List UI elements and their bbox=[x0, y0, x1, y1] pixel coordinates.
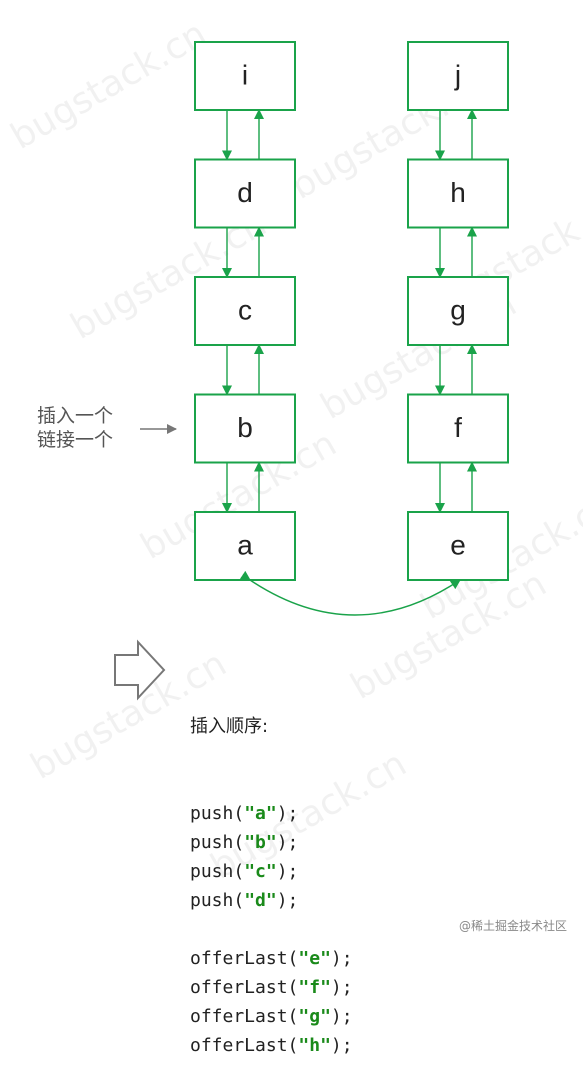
code-spacer bbox=[190, 915, 353, 944]
code-lines: push("a");push("b");push("c");push("d");… bbox=[190, 799, 353, 1060]
code-line: push("d"); bbox=[190, 886, 353, 915]
code-quote: " bbox=[298, 977, 310, 998]
annotation-line-2: 链接一个 bbox=[37, 429, 114, 451]
code-end: ); bbox=[330, 977, 353, 998]
node-a: a bbox=[194, 511, 296, 581]
code-func: offerLast( bbox=[190, 1006, 299, 1027]
code-end: ); bbox=[330, 1006, 353, 1027]
node-label: e bbox=[450, 529, 466, 560]
node-box bbox=[194, 41, 296, 111]
node-d: d bbox=[194, 158, 296, 229]
code-line: offerLast("f"); bbox=[190, 973, 353, 1002]
node-label: f bbox=[454, 412, 462, 443]
deque-diagram: bugstack.cnbugstack.cnbugstack.cnbugstac… bbox=[4, 13, 583, 888]
code-quote: " bbox=[265, 861, 277, 882]
code-line: offerLast("e"); bbox=[190, 944, 353, 973]
node-g: g bbox=[407, 276, 509, 346]
credit-text: @稀土掘金技术社区 bbox=[458, 919, 567, 933]
code-line: offerLast("g"); bbox=[190, 1002, 353, 1031]
code-arg: b bbox=[255, 832, 266, 853]
node-label: a bbox=[237, 529, 253, 560]
code-quote: " bbox=[244, 890, 256, 911]
code-func: push( bbox=[190, 861, 245, 882]
code-end: ); bbox=[330, 948, 353, 969]
code-arg: h bbox=[309, 1035, 321, 1056]
node-box bbox=[194, 393, 296, 464]
code-func: push( bbox=[190, 890, 245, 911]
node-label: g bbox=[450, 294, 466, 325]
node-box bbox=[407, 393, 509, 464]
annotation-text: 插入一个 链接一个 bbox=[37, 404, 113, 452]
node-box bbox=[407, 511, 509, 581]
code-quote: " bbox=[265, 803, 277, 824]
code-func: offerLast( bbox=[190, 977, 299, 998]
code-quote: " bbox=[320, 1035, 331, 1056]
code-quote: " bbox=[320, 977, 331, 998]
code-arg: c bbox=[255, 861, 266, 882]
node-box bbox=[407, 276, 509, 346]
node-label: d bbox=[237, 177, 253, 208]
code-end: ); bbox=[276, 890, 299, 911]
node-label: j bbox=[454, 59, 461, 90]
code-end: ); bbox=[276, 861, 299, 882]
hollow-arrow-icon bbox=[114, 639, 166, 701]
code-arg: g bbox=[309, 1006, 321, 1027]
node-e: e bbox=[407, 511, 509, 581]
code-func: offerLast( bbox=[190, 1035, 299, 1056]
code-quote: " bbox=[320, 948, 331, 969]
code-end: ); bbox=[276, 832, 299, 853]
annotation-line-1: 插入一个 bbox=[37, 405, 114, 427]
node-c: c bbox=[194, 276, 296, 346]
code-quote: " bbox=[298, 948, 310, 969]
code-heading: 插入顺序: bbox=[190, 716, 269, 737]
insertion-order-code: 插入顺序: push("a");push("b");push("c");push… bbox=[190, 654, 353, 1089]
code-quote: " bbox=[265, 890, 277, 911]
code-line: push("b"); bbox=[190, 828, 353, 857]
node-j: j bbox=[407, 41, 509, 111]
code-arg: a bbox=[255, 803, 266, 824]
code-line: offerLast("h"); bbox=[190, 1031, 353, 1060]
node-box bbox=[194, 511, 296, 581]
node-label: c bbox=[238, 294, 252, 325]
node-box bbox=[194, 158, 296, 229]
node-f: f bbox=[407, 393, 509, 464]
code-func: offerLast( bbox=[190, 948, 299, 969]
code-arg: f bbox=[309, 977, 321, 998]
node-i: i bbox=[194, 41, 296, 111]
node-label: b bbox=[237, 412, 253, 443]
bottom-connector-arc bbox=[239, 570, 461, 616]
code-quote: " bbox=[244, 861, 256, 882]
code-end: ); bbox=[276, 803, 299, 824]
node-b: b bbox=[194, 393, 296, 464]
node-links bbox=[222, 109, 477, 513]
code-line: push("c"); bbox=[190, 857, 353, 886]
code-quote: " bbox=[244, 832, 256, 853]
code-quote: " bbox=[244, 803, 256, 824]
node-label: i bbox=[242, 59, 248, 90]
watermark-text: bugstack.cn bbox=[4, 13, 213, 158]
node-box bbox=[407, 158, 509, 229]
node-label: h bbox=[450, 177, 466, 208]
node-box bbox=[407, 41, 509, 111]
code-quote: " bbox=[265, 832, 277, 853]
code-func: push( bbox=[190, 803, 245, 824]
code-arg: e bbox=[309, 948, 321, 969]
code-func: push( bbox=[190, 832, 245, 853]
code-line: push("a"); bbox=[190, 799, 353, 828]
code-end: ); bbox=[330, 1035, 353, 1056]
node-layer: i d c b a j h g f e bbox=[194, 41, 509, 581]
code-arg: d bbox=[255, 890, 266, 911]
node-box bbox=[194, 276, 296, 346]
code-quote: " bbox=[298, 1035, 310, 1056]
code-quote: " bbox=[298, 1006, 310, 1027]
node-h: h bbox=[407, 158, 509, 229]
code-quote: " bbox=[320, 1006, 331, 1027]
